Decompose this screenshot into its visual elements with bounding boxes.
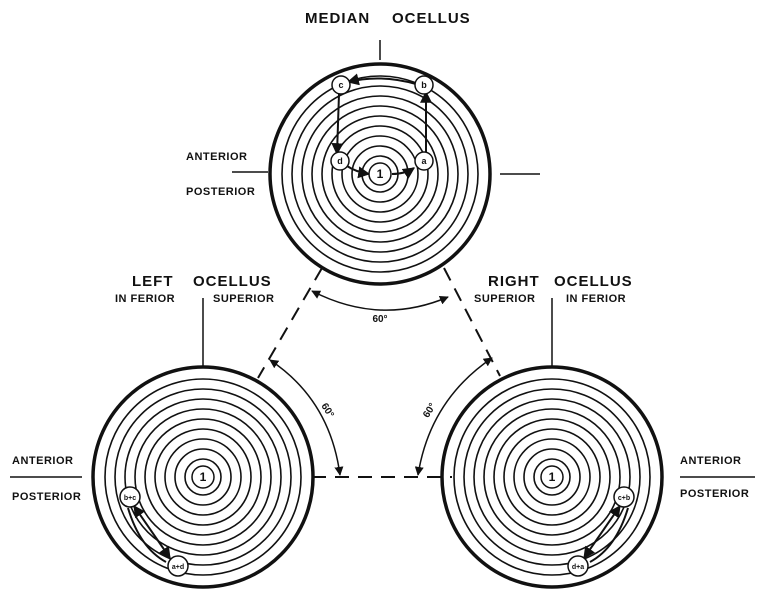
left-superior-label: SUPERIOR xyxy=(213,293,274,305)
left-inferior-label: IN FERIOR xyxy=(115,293,175,305)
right-ring xyxy=(453,378,651,576)
median-arrow-1-to-a xyxy=(391,167,415,179)
median-ring xyxy=(331,125,429,223)
right-inferior-label: IN FERIOR xyxy=(566,293,626,305)
left-ring xyxy=(104,378,302,576)
median-node-a-label: a xyxy=(421,156,427,166)
median-arrow-b-to-c xyxy=(346,73,417,86)
right-ring xyxy=(533,458,571,496)
right-title-word-1: RIGHT xyxy=(488,273,540,290)
left-anterior-label: ANTERIOR xyxy=(12,455,73,467)
right-node-cb-label: c+b xyxy=(618,495,630,502)
right-title-word-2: OCELLUS xyxy=(554,273,633,290)
left-ring xyxy=(124,398,282,556)
left-ring xyxy=(154,428,252,526)
median-title-word-2: OCELLUS xyxy=(392,10,471,27)
left-ring xyxy=(164,438,242,516)
left-arrow-bc-ad xyxy=(133,505,171,559)
median-title-word-1: MEDIAN xyxy=(305,10,370,27)
right-ring xyxy=(483,408,621,546)
median-center-node xyxy=(368,162,392,186)
angle-top-label: 60° xyxy=(372,314,387,325)
median-node-c xyxy=(331,75,351,95)
left-node-bc-label: b+c xyxy=(124,495,136,502)
right-posterior-label: POSTERIOR xyxy=(680,488,749,500)
right-ocellus-rings xyxy=(440,365,664,589)
right-arrow-cb-da-curve xyxy=(589,507,629,563)
median-node-a xyxy=(414,151,434,171)
left-ring xyxy=(114,388,292,566)
right-node-da-label: d+a xyxy=(572,564,584,571)
median-ring xyxy=(341,135,419,213)
left-title-word-1: LEFT xyxy=(132,273,174,290)
median-outer-ring xyxy=(268,62,492,286)
left-ring xyxy=(134,408,272,546)
right-center-label: 1 xyxy=(549,470,556,484)
right-ring xyxy=(513,438,591,516)
left-arrow-bc-ad-curve xyxy=(127,507,167,563)
median-ring xyxy=(301,95,459,253)
median-node-b xyxy=(414,75,434,95)
angle-left-label: 60° xyxy=(318,401,335,420)
right-outer-ring xyxy=(440,365,664,589)
median-posterior-label: POSTERIOR xyxy=(186,186,255,198)
median-arrow-d-to-1 xyxy=(346,165,371,179)
left-center-label: 1 xyxy=(200,470,207,484)
left-title-word-2: OCELLUS xyxy=(193,273,272,290)
median-center-label: 1 xyxy=(377,167,384,181)
median-node-d xyxy=(330,151,350,171)
right-superior-label: SUPERIOR xyxy=(474,293,535,305)
right-ring xyxy=(473,398,631,556)
right-ring xyxy=(503,428,601,526)
median-anterior-label: ANTERIOR xyxy=(186,151,247,163)
median-ring xyxy=(311,105,449,243)
median-node-d-label: d xyxy=(337,156,343,166)
left-node-ad-label: a+d xyxy=(172,564,184,571)
left-ring xyxy=(184,458,222,496)
angle-arc-left xyxy=(269,359,344,476)
right-ring xyxy=(523,448,581,506)
median-node-b-label: b xyxy=(421,80,427,90)
median-ring xyxy=(281,75,479,273)
median-ring xyxy=(291,85,469,263)
right-center-node xyxy=(540,465,564,489)
left-ring xyxy=(174,448,232,506)
left-center-node xyxy=(191,465,215,489)
median-node-c-label: c xyxy=(338,80,343,90)
left-node-ad xyxy=(167,555,189,577)
right-arrow-cb-da xyxy=(583,505,621,559)
right-ring xyxy=(493,418,611,536)
right-node-cb xyxy=(613,486,635,508)
right-ring xyxy=(463,388,641,566)
angle-right-label: 60° xyxy=(421,401,438,420)
left-node-bc xyxy=(119,486,141,508)
left-posterior-label: POSTERIOR xyxy=(12,491,81,503)
right-anterior-label: ANTERIOR xyxy=(680,455,741,467)
median-arrow-c-to-d xyxy=(331,93,344,156)
right-node-da xyxy=(567,555,589,577)
angle-arc-top xyxy=(311,290,449,311)
left-ring xyxy=(144,418,262,536)
median-ring xyxy=(321,115,439,233)
angle-arc-right xyxy=(414,357,493,476)
